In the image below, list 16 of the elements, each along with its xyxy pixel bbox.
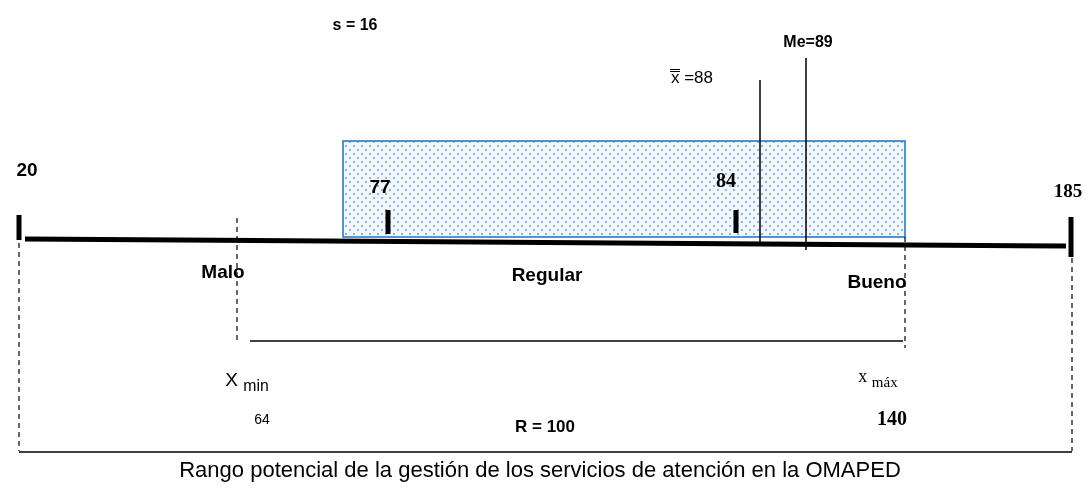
category-label: Bueno [847,271,907,293]
variable-label: X $_{min}$ [225,369,269,395]
variable-label: x $_{máx}$ [858,367,898,391]
stat-label: Me=89 [783,33,833,51]
value-label: 20 [16,159,38,181]
category-label: Regular [511,264,583,286]
stat-label: s = 16 [332,16,378,34]
range-label: R = 100 [515,417,575,437]
caption: Rango potencial de la gestión de los servicios de atención en la OMAPED [179,457,901,483]
value-label: 84 [716,169,736,191]
stat-label: x̿ =88 [670,68,714,88]
category-label: Malo [201,261,245,283]
value-label: 185 [1053,180,1083,202]
value-label: 64 [254,412,270,428]
value-label: 140 [877,407,907,429]
value-label: 77 [369,176,391,198]
